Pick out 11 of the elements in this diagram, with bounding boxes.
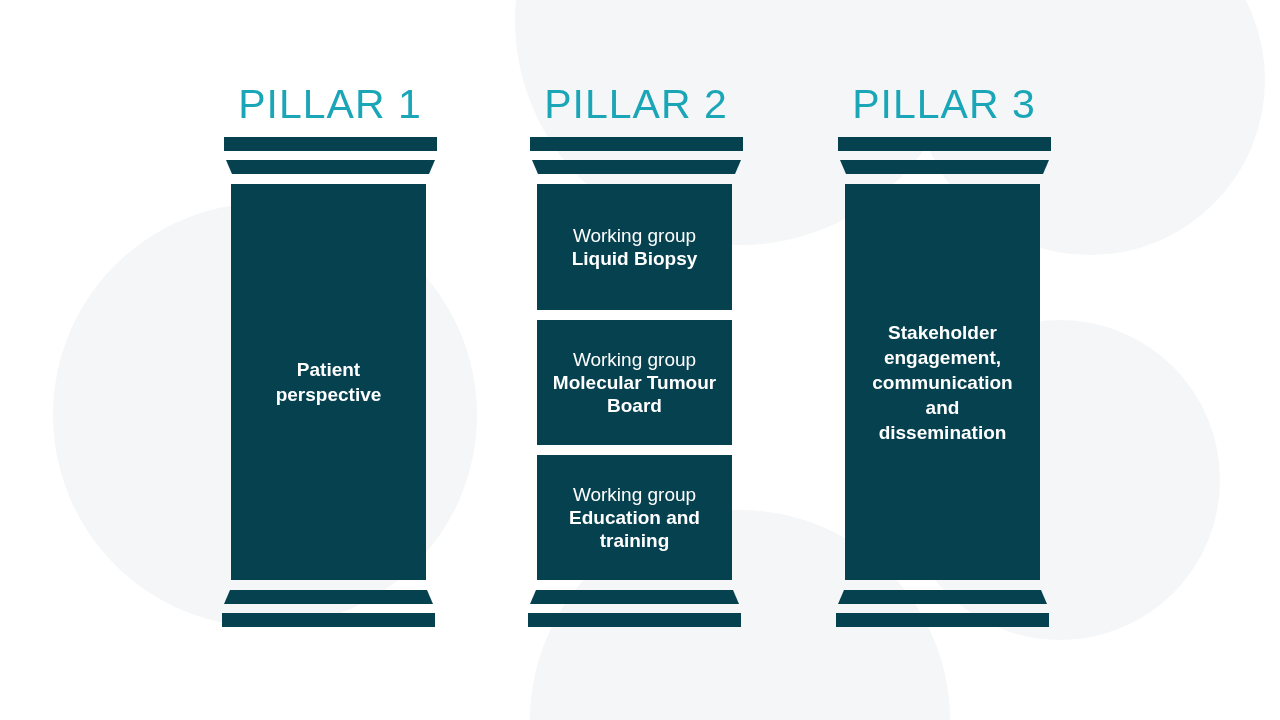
working-group-text: Working group Liquid Biopsy (570, 224, 699, 270)
working-group-panel (537, 184, 732, 310)
working-group-text: Working group Education and training (568, 483, 701, 552)
working-group-panel (537, 320, 732, 445)
working-group-text: Working group Molecular Tumour Board (551, 348, 718, 417)
pillar-heading: PILLAR 2 (543, 82, 729, 126)
pillar-heading: PILLAR 1 (237, 82, 423, 126)
pillar-heading: PILLAR 3 (851, 82, 1037, 126)
pillar-text: Stakeholder engagement, communication and dissemination (871, 320, 1014, 445)
working-group-panel (537, 455, 732, 580)
pillar-text: Patient perspective (274, 358, 383, 407)
